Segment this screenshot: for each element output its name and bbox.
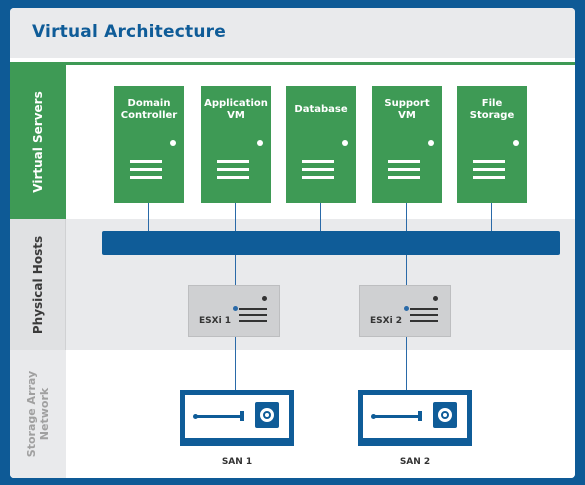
san-rail-tip [240,411,244,421]
vm-database: Database [286,86,356,203]
host-label: ESXi 1 [199,316,232,326]
disk-core [443,413,447,417]
storage-label-line1: Storage Array [25,370,38,458]
architecture-card: Virtual Architecture Virtual Servers Phy… [10,8,575,478]
disk-ring [260,408,274,422]
status-dot [513,140,519,146]
san-1 [180,390,294,446]
status-dot [428,140,434,146]
san-rail-dot [193,414,198,419]
host-port [404,306,409,311]
san-rail-dot [371,414,376,419]
san-2 [358,390,472,446]
vm-label: Support VM [372,98,442,122]
vm-label-line1: Database [294,104,348,115]
vm-label-line1: Application [204,98,268,109]
vm-label-line1: File [481,98,503,109]
link-host2-san2 [406,337,407,409]
vm-label-line2: Controller [120,110,178,121]
host-port [233,306,238,311]
status-dot [170,140,176,146]
status-dot [342,140,348,146]
diagram-title: Virtual Architecture [32,22,226,42]
server-slots-icon [217,160,249,184]
vm-support: Support VM [372,86,442,203]
virtual-servers-label-block: Virtual Servers [10,65,66,219]
vm-label-line1: Domain [127,98,171,109]
vm-label: File Storage [457,98,527,122]
vm-label-line2: Storage [469,110,515,121]
link-host1-san1 [235,337,236,409]
disk-icon [433,402,457,428]
disk-core [265,413,269,417]
vm-label-line1: Support [384,98,430,109]
server-slots-icon [302,160,334,184]
storage-label-block: Storage Array Network [10,350,66,478]
vm-label: Domain Controller [114,98,184,122]
san-rail-tip [418,411,422,421]
disk-ring [438,408,452,422]
host-esxi-1: ESXi 1 [188,285,280,337]
disk-icon [255,402,279,428]
server-slots-icon [473,160,505,184]
vm-file-storage: File Storage [457,86,527,203]
host-slots-icon [239,308,267,326]
status-dot [257,140,263,146]
vm-label-line2: VM [398,110,416,121]
vm-label-line2: VM [227,110,245,121]
san-1-label: SAN 1 [221,457,253,467]
network-bus [102,231,560,255]
san-rail [373,415,421,418]
san-2-label: SAN 2 [399,457,431,467]
storage-label: Storage Array Network [25,371,51,457]
vm-label: Database [286,104,356,116]
server-slots-icon [388,160,420,184]
virtual-servers-label: Virtual Servers [31,91,45,193]
san-rail [195,415,243,418]
vm-domain-controller: Domain Controller [114,86,184,203]
vm-application: Application VM [201,86,271,203]
host-label: ESXi 2 [370,316,403,326]
title-bar: Virtual Architecture [10,8,575,58]
physical-hosts-label: Physical Hosts [30,235,45,334]
server-slots-icon [130,160,162,184]
physical-hosts-label-block: Physical Hosts [10,219,66,350]
vm-label: Application VM [201,98,271,122]
green-divider [10,62,575,65]
host-slots-icon [410,308,438,326]
host-status-dot [262,296,267,301]
host-status-dot [433,296,438,301]
storage-label-line2: Network [38,387,51,441]
host-esxi-2: ESXi 2 [359,285,451,337]
